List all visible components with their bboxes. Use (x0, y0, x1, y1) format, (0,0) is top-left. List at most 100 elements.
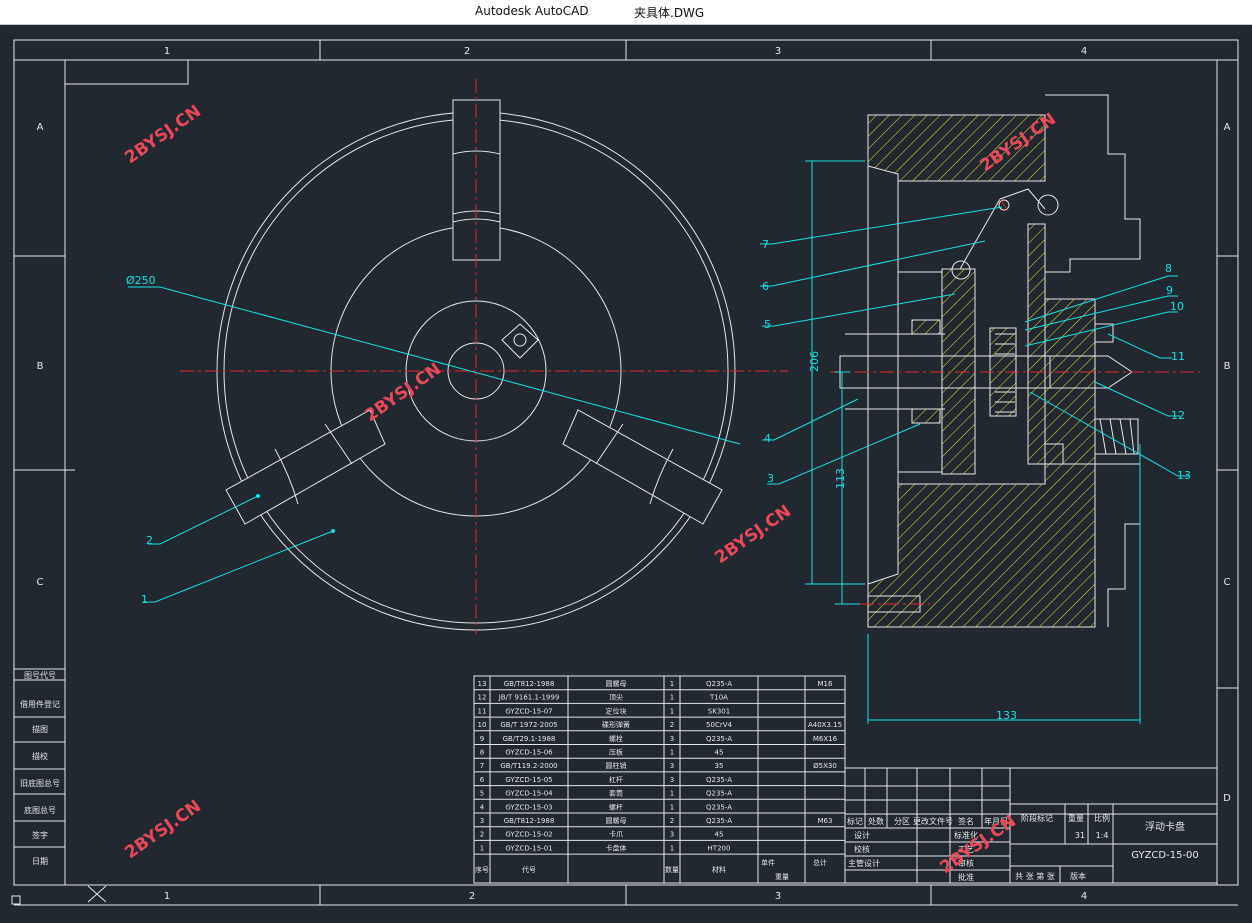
bom-cell-material: Q235-A (706, 803, 732, 811)
zone-top-2: 2 (464, 46, 470, 57)
bom-header-single: 单件 (761, 858, 775, 867)
role-check: 校核 (854, 844, 870, 854)
bom-cell-code: GB/T29.1-1988 (503, 735, 556, 743)
bom-header-qty: 数量 (665, 865, 679, 874)
bom-header: 序号 代号 数量 材料 单件 总计 重量 (475, 858, 827, 881)
zone-top-1: 1 (164, 46, 170, 57)
balloon-4: 4 (764, 432, 771, 445)
bom-cell-material: Q235-A (706, 680, 732, 688)
balloon-11: 11 (1171, 350, 1185, 363)
rev-label-1: 标记 (847, 816, 863, 826)
scale-label: 比例 (1094, 813, 1110, 823)
zone-top-3: 3 (775, 46, 781, 57)
bom-cell-qty: 1 (670, 694, 674, 702)
dim-206: 206 (808, 351, 821, 372)
zone-right-a: A (1224, 122, 1231, 133)
bom-cell-name: 螺栓 (609, 734, 623, 743)
stamp-row-2: 描图 (32, 724, 48, 734)
zone-right-c: C (1224, 577, 1231, 588)
scale-value: 1:4 (1096, 831, 1109, 840)
front-center-lines (180, 79, 788, 634)
bom-cell-no: 7 (480, 762, 484, 770)
bom-cell-name: 杠杆 (609, 775, 623, 784)
bom-cell-no: 3 (480, 817, 484, 825)
bom-cell-note: Ø5X30 (813, 762, 837, 770)
balloon-2: 2 (146, 534, 153, 547)
zone-labels: 1 2 3 4 1 2 3 4 A B C A B C D (37, 46, 1232, 902)
bom-cell-qty: 1 (670, 803, 674, 811)
bom-cell-qty: 3 (670, 735, 674, 743)
bom-cell-note: A40X3.15 (808, 721, 842, 729)
bom-cell-qty: 3 (670, 762, 674, 770)
app-name: Autodesk AutoCAD (475, 4, 589, 18)
bom-header-material: 材料 (712, 865, 726, 874)
bom-cell-code: GYZCD-15-07 (505, 707, 552, 715)
bom-cell-material: HT200 (708, 844, 731, 852)
bom-cell-qty: 2 (670, 817, 674, 825)
bom-cell-qty: 2 (670, 721, 674, 729)
role-design: 设计 (854, 830, 870, 840)
title-block (844, 767, 1218, 884)
section-view (839, 94, 1141, 628)
zone-bottom-1: 1 (164, 891, 170, 902)
bom-cell-qty: 3 (670, 831, 674, 839)
bom-cell-no: 10 (478, 721, 487, 729)
watermark-4: 2BYSJ.CN (711, 501, 794, 568)
balloon-6: 6 (762, 280, 769, 293)
bom-cell-name: 圆柱销 (606, 761, 627, 770)
section-dimensions (760, 160, 1190, 724)
bom-cell-no: 13 (478, 680, 487, 688)
bom-cell-qty: 1 (670, 749, 674, 757)
balloon-1: 1 (141, 593, 148, 606)
section-center-lines (830, 198, 1200, 605)
bom-cell-no: 6 (480, 776, 485, 784)
bom-cell-code: GYZCD-15-03 (505, 803, 552, 811)
role2-audit: 审核 (958, 858, 974, 868)
dim-133: 133 (996, 709, 1017, 722)
bom-cell-name: 定位块 (606, 706, 627, 715)
zone-bottom-3: 3 (775, 891, 781, 902)
bom-cell-name: 螺杆 (609, 802, 623, 811)
zone-left-b: B (37, 361, 44, 372)
bom-cell-name: 卡盘体 (606, 843, 627, 852)
stamp-top: 图号代号 (24, 670, 56, 680)
zone-left-a: A (37, 122, 44, 133)
version-label: 版本 (1070, 871, 1086, 881)
bom-cell-name: 圆螺母 (606, 816, 627, 825)
bom-cell-no: 11 (478, 707, 487, 715)
balloon-3: 3 (767, 472, 774, 485)
bom-header-code: 代号 (522, 865, 536, 874)
zone-bottom-2: 2 (469, 891, 475, 902)
zone-left-c: C (37, 577, 44, 588)
bom-cell-material: 50CrV4 (706, 721, 732, 729)
rev-label-3: 分区 (894, 817, 910, 826)
drawing-frame (11, 39, 1239, 906)
bom-cell-material: 35 (715, 762, 724, 770)
left-stamp (13, 668, 66, 886)
role2-process: 工艺 (958, 845, 974, 854)
rev-label-6: 年月日 (984, 816, 1008, 826)
role2-approve: 批准 (958, 872, 974, 882)
bom-cell-code: GYZCD-15-04 (505, 790, 553, 798)
bom-cell-qty: 3 (670, 776, 674, 784)
bom-cell-material: Q235-A (706, 817, 732, 825)
bom-cell-material: Q235-A (706, 735, 732, 743)
bom-header-weight: 重量 (775, 873, 789, 881)
bom-cell-no: 12 (478, 694, 487, 702)
bom-cell-qty: 1 (670, 844, 674, 852)
bom-cell-name: 套筒 (609, 789, 623, 798)
bom-cell-qty: 1 (670, 790, 674, 798)
stamp-row-5: 底图总号 (24, 805, 56, 815)
bom-cell-no: 8 (480, 749, 484, 757)
stamp-row-1: 借用件登记 (20, 699, 60, 709)
bom-cell-material: SK301 (708, 707, 730, 715)
watermark-5: 2BYSJ.CN (121, 796, 204, 863)
balloon-10: 10 (1170, 300, 1184, 313)
bom-cell-no: 4 (480, 803, 485, 811)
weight-label: 重量 (1068, 813, 1084, 823)
sheet-label: 共 张 第 张 (1015, 871, 1055, 881)
bom-cell-no: 1 (480, 844, 484, 852)
drawing-canvas[interactable]: 1 2 3 4 1 2 3 4 A B C A B C D 图号代号 借用件登记… (0, 24, 1252, 919)
